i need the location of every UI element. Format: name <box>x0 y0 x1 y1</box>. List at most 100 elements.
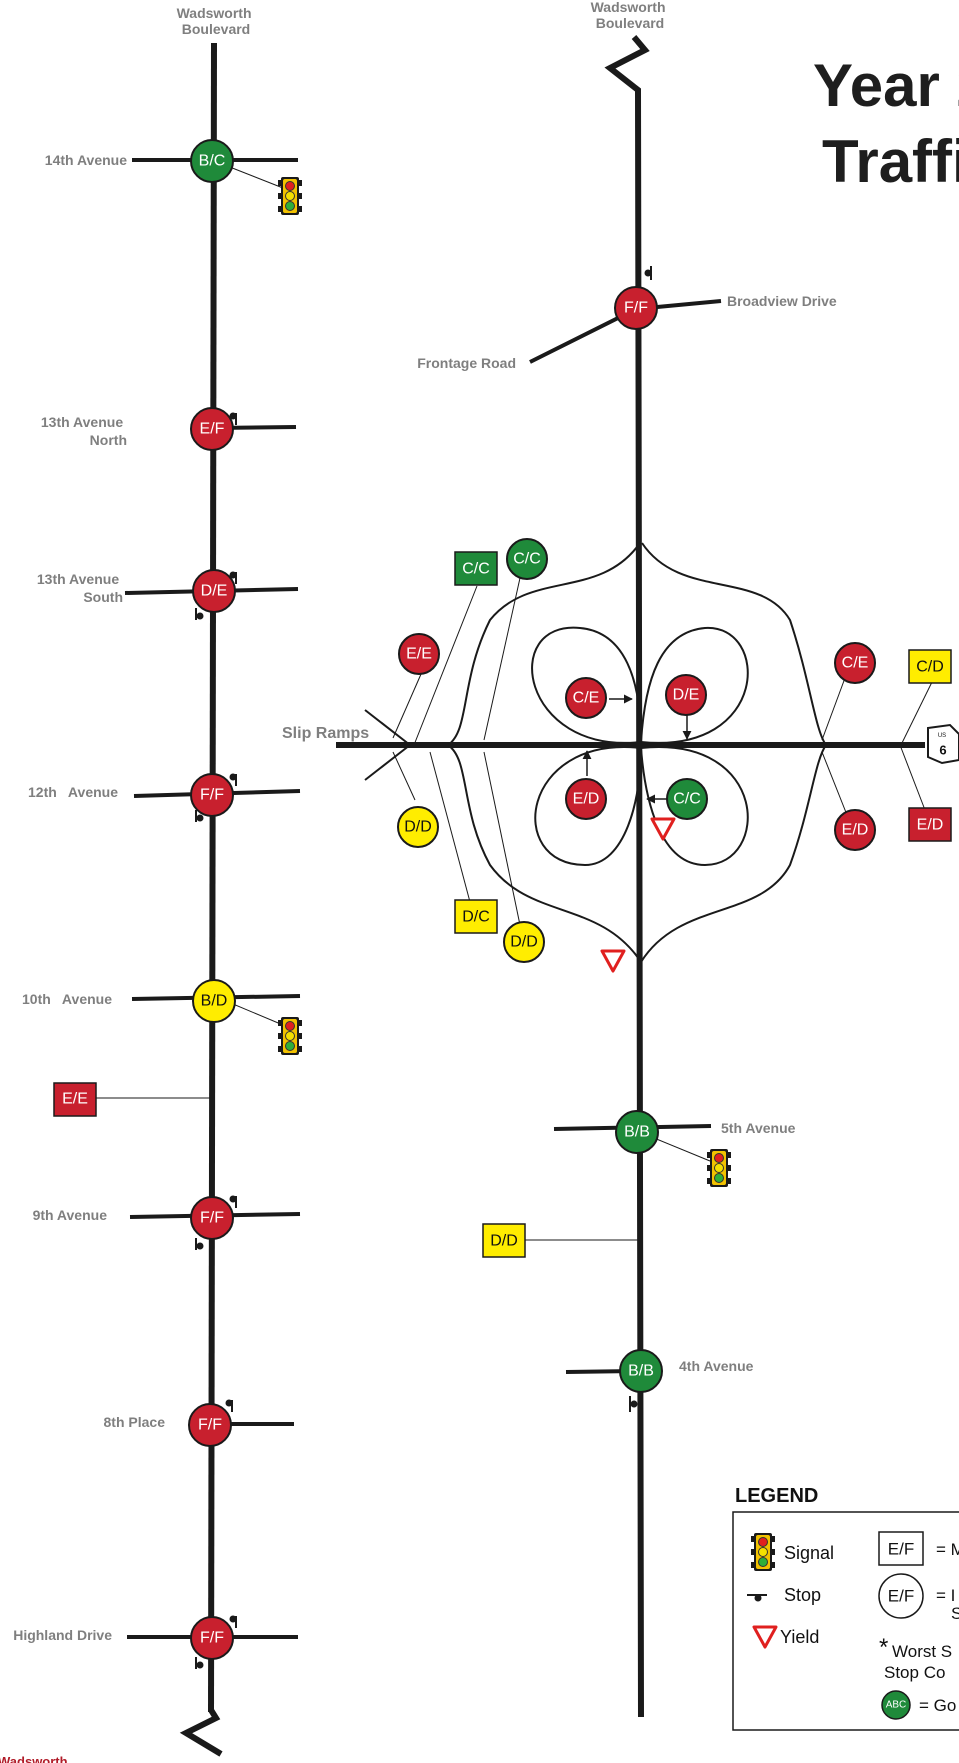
label-13th-south-line2: South <box>83 589 123 605</box>
svg-text:B/C: B/C <box>199 153 226 170</box>
label-5th-avenue: 5th Avenue <box>721 1120 796 1136</box>
los-4th-avenue: B/B <box>619 1349 663 1393</box>
legend-box-sample-text: E/F <box>888 1540 914 1559</box>
svg-text:D/E: D/E <box>201 583 228 600</box>
stop-icon <box>195 608 204 620</box>
svg-text:C/C: C/C <box>673 791 701 808</box>
legend-box-sample <box>878 1531 924 1566</box>
label-broadview-drive: Broadview Drive <box>727 293 837 309</box>
left-stop-signs <box>195 412 237 1669</box>
title-line2: Traffic <box>822 128 959 195</box>
svg-text:D/D: D/D <box>490 1233 518 1250</box>
label-13th-south-line1: 13th Avenue <box>37 571 119 587</box>
signal-icon <box>706 1148 732 1188</box>
us6-prefix: US <box>938 733 946 739</box>
los-left-10th: B/D <box>192 979 236 1023</box>
stop-icon <box>229 1615 237 1628</box>
los-left-9th: F/F <box>190 1196 234 1240</box>
los-seg-dc-box: D/C <box>454 899 498 934</box>
legend-box <box>732 1511 959 1731</box>
svg-text:E/E: E/E <box>406 646 432 663</box>
interchange-leaders <box>392 577 933 926</box>
svg-text:C/E: C/E <box>573 690 600 707</box>
label-13th-north-line1: 13th Avenue <box>41 414 123 430</box>
svg-text:C/E: C/E <box>842 655 869 672</box>
svg-text:F/F: F/F <box>198 1417 222 1434</box>
stop-icon <box>195 1238 204 1250</box>
label-14th-avenue: 14th Avenue <box>45 152 127 168</box>
yield-icon <box>650 817 676 841</box>
legend-circle-text-line2: S <box>951 1604 959 1623</box>
svg-text:D/D: D/D <box>404 819 432 836</box>
legend-yield-label: Yield <box>780 1627 819 1647</box>
los-left-highland: F/F <box>190 1616 234 1660</box>
los-left-segment: E/E <box>53 1082 97 1117</box>
label-8th-place: 8th Place <box>104 1414 166 1430</box>
stop-icon <box>229 412 237 425</box>
los-ramp-dd-left: D/D <box>397 806 439 848</box>
stop-icon <box>195 1657 204 1669</box>
svg-text:B/D: B/D <box>201 993 228 1010</box>
legend-good-sample-text: ABC <box>886 1700 907 1711</box>
left-corridor-road <box>208 42 217 1713</box>
right-corridor-label: Wadsworth Boulevard <box>591 0 670 31</box>
stop-icon <box>644 266 652 280</box>
los-left-12th: F/F <box>190 773 234 817</box>
svg-text:D/E: D/E <box>673 687 700 704</box>
svg-text:E/E: E/E <box>62 1091 88 1108</box>
left-corridor-break <box>179 1708 223 1757</box>
right-corridor-label-line1: Wadsworth <box>591 0 666 15</box>
svg-text:E/D: E/D <box>573 791 600 808</box>
left-corridor-label: Wadsworth Boulevard <box>177 5 256 37</box>
interchange-ramps <box>364 542 827 963</box>
us6-shield-icon: US 6 <box>927 723 959 765</box>
svg-text:C/C: C/C <box>513 551 541 568</box>
svg-text:D/D: D/D <box>510 934 538 951</box>
svg-text:F/F: F/F <box>624 300 648 317</box>
los-left-13th-south: D/E <box>192 569 236 613</box>
legend-stop-label: Stop <box>784 1585 821 1605</box>
los-5th-avenue: B/B <box>615 1110 659 1154</box>
stop-icon <box>229 773 237 786</box>
signal-icon <box>277 176 303 216</box>
stop-icon <box>225 1399 233 1412</box>
svg-text:B/B: B/B <box>624 1124 650 1141</box>
label-4th-avenue: 4th Avenue <box>679 1358 754 1374</box>
legend-note-star: * <box>879 1634 888 1661</box>
los-loop-cc: C/C <box>666 778 708 820</box>
los-loop-ed: E/D <box>565 778 607 820</box>
stop-icon <box>229 1195 237 1208</box>
los-seg-cc-box: C/C <box>454 551 498 586</box>
right-corridor-road <box>604 35 650 1718</box>
los-left-14th: B/C <box>190 139 234 183</box>
label-frontage-road: Frontage Road <box>417 355 516 371</box>
legend-heading: LEGEND <box>735 1485 818 1507</box>
legend-note-line2: Stop Co <box>884 1663 945 1682</box>
stop-icon <box>747 1594 767 1602</box>
left-corridor-label-line2: Boulevard <box>182 21 250 37</box>
stop-icon <box>195 810 204 822</box>
left-corridor-label-line1: Wadsworth <box>177 5 252 21</box>
legend-circle-text: = I S <box>936 1586 959 1623</box>
yield-icon <box>752 1625 778 1649</box>
legend-circle-sample-text: E/F <box>888 1587 914 1606</box>
label-highland-drive: Highland Drive <box>13 1627 112 1643</box>
legend-note-line1: Worst S <box>892 1642 952 1661</box>
yield-icon <box>600 949 626 973</box>
los-left-8th: F/F <box>188 1403 232 1447</box>
stop-icon <box>229 571 237 584</box>
los-ramp-ed-right: E/D <box>834 809 876 851</box>
legend-note: Worst S Stop Co <box>884 1642 957 1682</box>
svg-text:E/D: E/D <box>842 822 869 839</box>
svg-text:B/B: B/B <box>628 1363 654 1380</box>
signal-icon <box>750 1532 776 1572</box>
svg-text:E/D: E/D <box>917 817 944 834</box>
label-12th-avenue: 12th Avenue <box>28 784 118 800</box>
legend-good-sample <box>881 1690 911 1720</box>
los-ramp-cc: C/C <box>506 538 548 580</box>
los-loop-de: D/E <box>665 674 707 716</box>
los-left-13th-north: E/F <box>190 407 234 451</box>
stop-icon <box>629 1396 638 1412</box>
label-slip-ramps: Slip Ramps <box>282 725 369 742</box>
